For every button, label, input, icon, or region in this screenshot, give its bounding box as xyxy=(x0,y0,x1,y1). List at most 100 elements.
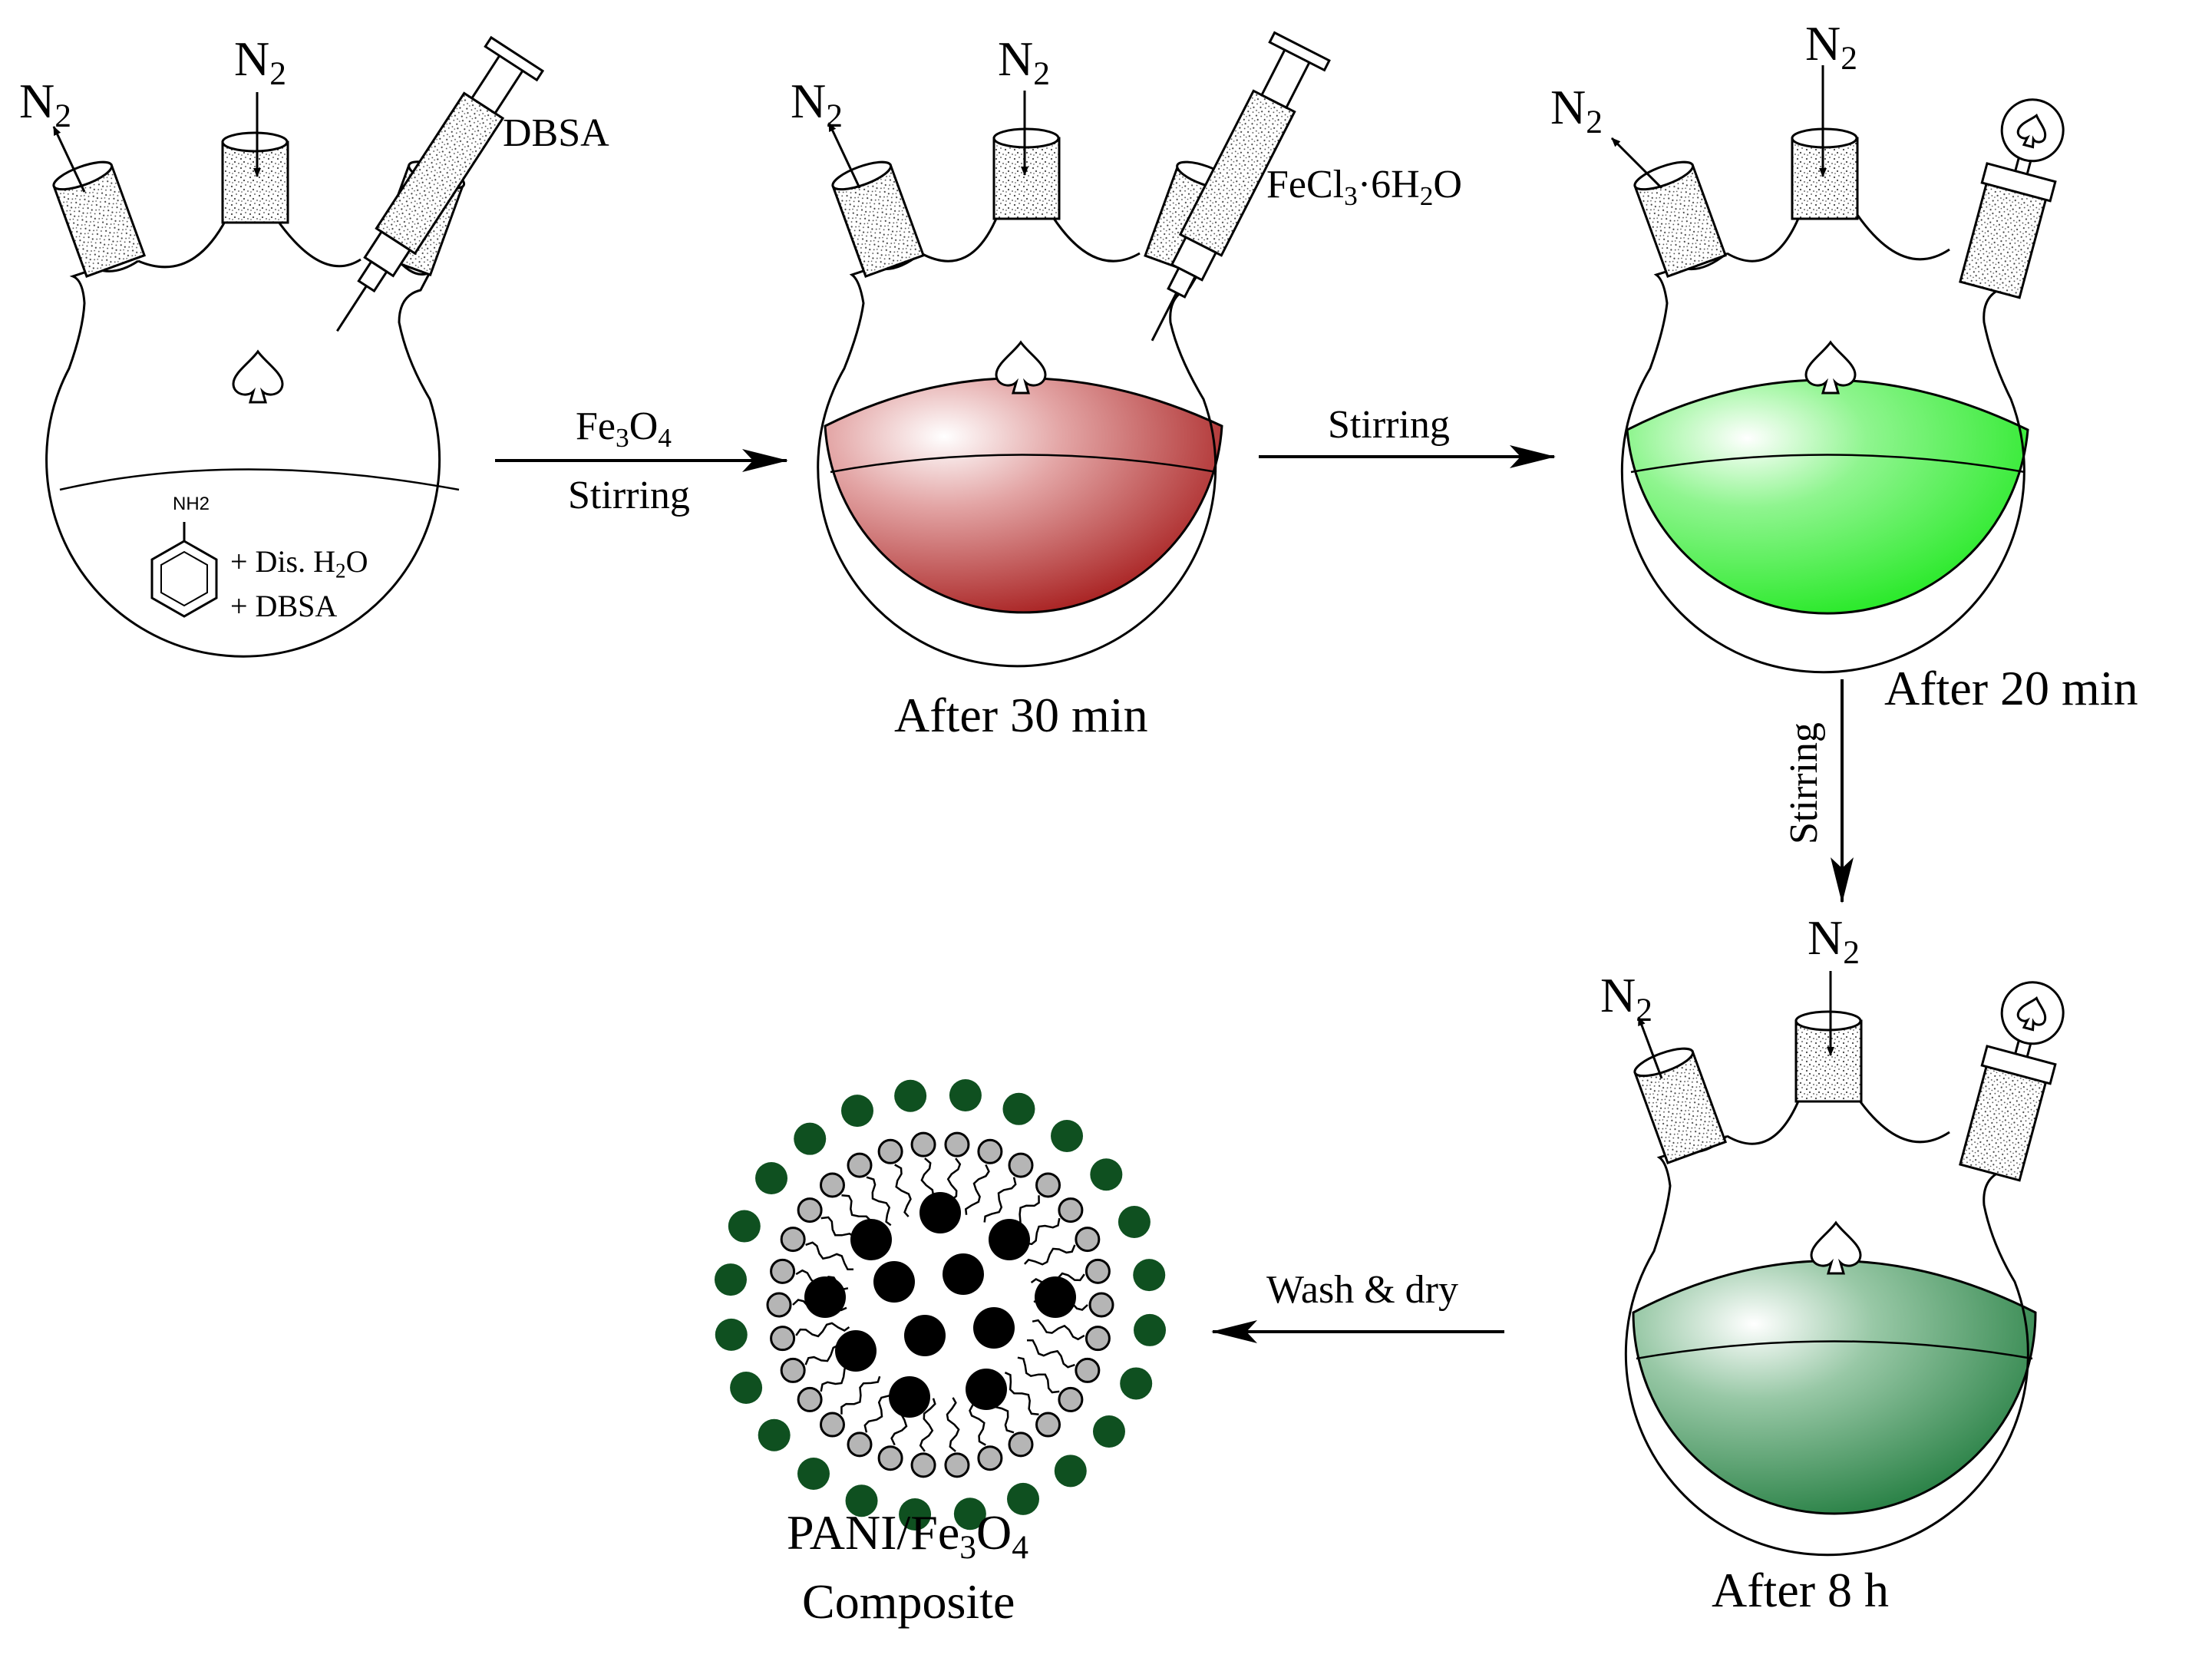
dbsa-tail xyxy=(866,1176,892,1227)
n2-subscript: 2 xyxy=(1843,934,1860,972)
stir-bar-icon xyxy=(1804,340,1857,395)
n2-label-flask3-center: N2 xyxy=(1805,16,1857,75)
flask-3-solution xyxy=(1626,378,2029,615)
stopper-icon xyxy=(1959,98,2065,299)
fecl3-sub-2: 2 xyxy=(1419,180,1434,211)
stir-bar-icon xyxy=(1810,1220,1862,1275)
dbsa-tail xyxy=(919,1398,936,1452)
dbsa-head xyxy=(770,1258,796,1284)
fe3o4-core-particle xyxy=(904,1315,946,1356)
flask-3-center-neck xyxy=(1791,127,1859,220)
dbsa-head xyxy=(780,1357,806,1383)
n2-subscript: 2 xyxy=(1033,55,1050,93)
dbsa-head xyxy=(1075,1357,1101,1383)
stir-bar-icon xyxy=(232,349,284,404)
pani-shell-particle xyxy=(1007,1482,1040,1515)
dis-water-label: + Dis. H2O xyxy=(230,544,368,582)
dbsa-head xyxy=(766,1292,792,1318)
dbsa-head xyxy=(877,1138,903,1164)
fe3o4-reagent-label: Fe3O4 xyxy=(576,405,672,451)
dbsa-tail xyxy=(1017,1356,1060,1394)
n2-subscript: 2 xyxy=(1841,40,1857,78)
dbsa-tail xyxy=(1027,1339,1075,1369)
fe3o4-core-particle xyxy=(973,1307,1015,1349)
dbsa-head xyxy=(944,1131,970,1157)
n2-text: N xyxy=(1600,968,1636,1022)
n2-subscript: 2 xyxy=(54,97,71,135)
n2-label-flask1-center: N2 xyxy=(234,35,286,91)
after-30-min-label: After 30 min xyxy=(894,688,1148,742)
fe3o4-core-particle xyxy=(919,1192,961,1233)
n2-text: N xyxy=(234,31,270,86)
pani-shell-particle xyxy=(794,1122,827,1155)
dbsa-head xyxy=(1058,1197,1084,1223)
flask-2-solution xyxy=(824,377,1223,614)
pani-sub-4: 4 xyxy=(1012,1529,1028,1567)
fe3o4-o-text: O xyxy=(629,405,659,448)
dis-water-suffix: O xyxy=(345,544,368,579)
pani-shell-particle xyxy=(840,1095,873,1128)
flask-4-solution xyxy=(1632,1260,2037,1515)
n2-subscript: 2 xyxy=(269,55,286,93)
pani-shell-particle xyxy=(894,1079,927,1112)
after-8-h-label: After 8 h xyxy=(1712,1563,1890,1617)
micelle-icon xyxy=(714,1078,1167,1531)
fe3o4-core-particle xyxy=(873,1261,915,1303)
fe3o4-core-particle xyxy=(943,1253,984,1295)
dbsa-head xyxy=(910,1452,936,1478)
pani-fe3o4-label: PANI/Fe3O4 xyxy=(787,1505,1028,1564)
syringe-icon xyxy=(336,35,545,332)
pani-shell-particle xyxy=(1051,1120,1084,1153)
n2-label-flask2-left: N2 xyxy=(791,77,843,133)
nh2-label: NH2 xyxy=(173,494,210,514)
dbsa-head xyxy=(1085,1326,1111,1352)
dbsa-head xyxy=(944,1452,970,1478)
composite-label: Composite xyxy=(802,1574,1015,1629)
dbsa-head xyxy=(1075,1227,1101,1253)
pani-text: PANI/Fe xyxy=(787,1505,960,1560)
n2-subscript: 2 xyxy=(1636,992,1652,1029)
flask-1-left-neck xyxy=(52,160,147,278)
fe3o4-core-particle xyxy=(989,1219,1030,1260)
dbsa-head xyxy=(797,1197,823,1223)
dbsa-head xyxy=(847,1152,873,1178)
arrow-icon xyxy=(1610,137,1663,190)
pani-shell-particle xyxy=(1134,1313,1167,1346)
n2-text: N xyxy=(19,74,55,128)
n2-subscript: 2 xyxy=(1586,104,1603,141)
pani-shell-particle xyxy=(899,1498,932,1531)
dbsa-syringe-label: DBSA xyxy=(503,111,609,155)
dbsa-head xyxy=(1088,1292,1114,1318)
dbsa-tail xyxy=(1023,1244,1076,1266)
flask-3 xyxy=(1620,98,2065,674)
n2-label-flask2-center: N2 xyxy=(998,35,1050,91)
dbsa-tail xyxy=(840,1375,881,1415)
dbsa-tail xyxy=(805,1241,853,1271)
pani-shell-particle xyxy=(714,1263,747,1296)
fe3o4-core-particle xyxy=(850,1219,892,1260)
pani-shell-particle xyxy=(1092,1415,1125,1448)
pani-shell-particle xyxy=(728,1210,761,1243)
n2-text: N xyxy=(1805,16,1841,71)
fe3o4-core-particle xyxy=(1035,1276,1076,1318)
pani-shell-particle xyxy=(758,1418,791,1451)
n2-gas-arrows xyxy=(52,65,1834,1079)
pani-shell-particle xyxy=(845,1484,878,1517)
pani-shell-particle xyxy=(953,1498,986,1531)
pani-shell-particle xyxy=(1118,1205,1151,1238)
dbsa-head xyxy=(1035,1172,1061,1198)
pani-shell-particle xyxy=(797,1457,830,1490)
fecl3-sub-3: 3 xyxy=(1344,180,1358,211)
stirring-label-step3: Stirring xyxy=(1782,722,1826,844)
flask-3-liquid-line xyxy=(1630,454,2025,474)
dbsa-tail xyxy=(946,1397,960,1452)
dbsa-head xyxy=(819,1172,845,1198)
flask-3-left-neck xyxy=(1633,160,1728,278)
pani-shell-particle xyxy=(949,1078,982,1111)
pani-shell-particle xyxy=(1133,1259,1166,1292)
flask-2 xyxy=(817,31,1331,668)
flask-1 xyxy=(45,35,545,658)
arrow-icon xyxy=(1637,1016,1663,1079)
flask-4 xyxy=(1624,981,2065,1557)
flask-1-center-neck xyxy=(221,131,289,224)
